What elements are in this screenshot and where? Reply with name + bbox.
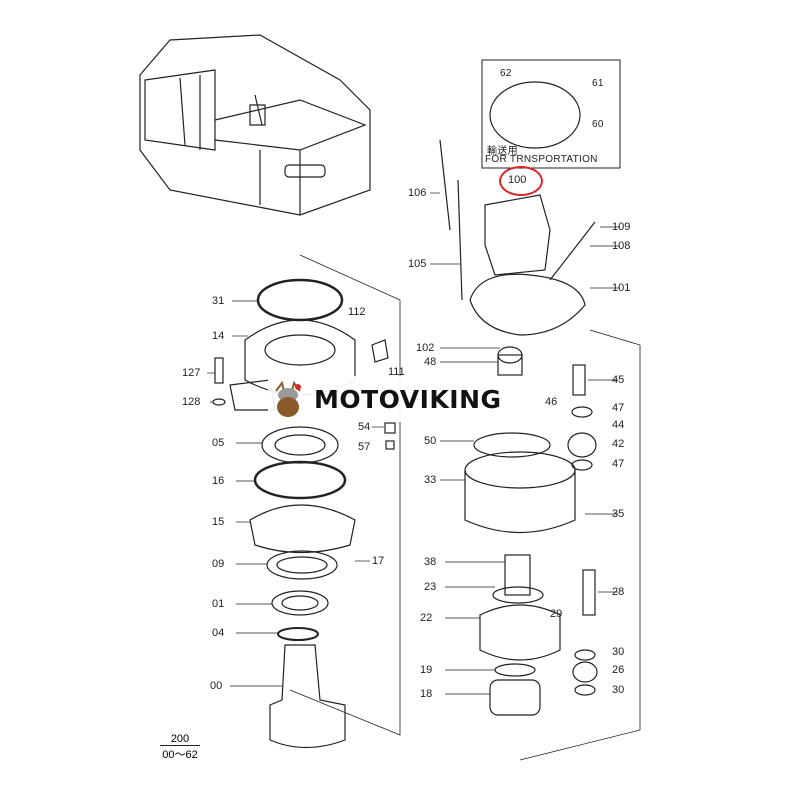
part-label: 62 bbox=[500, 68, 512, 79]
highlighted-part-label: 100 bbox=[508, 174, 527, 186]
part-label: 01 bbox=[212, 598, 225, 610]
part-label: 09 bbox=[212, 558, 225, 570]
part-label: 28 bbox=[612, 586, 625, 598]
part-label: 101 bbox=[612, 282, 631, 294]
part-label: 16 bbox=[212, 475, 225, 487]
part-label: 45 bbox=[612, 374, 625, 386]
part-label: 26 bbox=[612, 664, 625, 676]
part-label: 46 bbox=[545, 396, 558, 408]
part-label: 14 bbox=[212, 330, 225, 342]
page-ref-top: 200 bbox=[170, 733, 190, 745]
part-label: 47 bbox=[612, 458, 625, 470]
part-label: 38 bbox=[424, 556, 437, 568]
part-label: 60 bbox=[592, 119, 604, 130]
part-label: 128 bbox=[182, 396, 201, 408]
part-label: 18 bbox=[420, 688, 433, 700]
page-reference: 200 00～62 bbox=[160, 733, 200, 762]
part-label: 102 bbox=[416, 342, 435, 354]
excavator-illustration bbox=[139, 34, 371, 216]
transport-english-label: FOR TRNSPORTATION bbox=[485, 154, 598, 165]
transport-japanese-label: 輸送用 bbox=[487, 146, 518, 157]
part-label: 105 bbox=[408, 258, 427, 270]
part-label: 19 bbox=[420, 664, 433, 676]
part-label: 48 bbox=[424, 356, 437, 368]
part-label: 42 bbox=[612, 438, 625, 450]
part-label: 04 bbox=[212, 627, 225, 639]
part-label: 47 bbox=[612, 402, 625, 414]
part-label: 29 bbox=[550, 608, 563, 620]
part-label: 112 bbox=[348, 306, 366, 318]
part-label: 44 bbox=[612, 419, 625, 431]
part-label: 30 bbox=[612, 684, 625, 696]
part-label: 50 bbox=[424, 435, 437, 447]
part-label: 108 bbox=[612, 240, 631, 252]
watermark: MOTOVIKING bbox=[268, 376, 534, 422]
part-label: 109 bbox=[612, 221, 631, 233]
part-label: 57 bbox=[358, 441, 371, 453]
part-label: 106 bbox=[408, 187, 427, 199]
part-label: 54 bbox=[358, 421, 371, 433]
highlight-callout-circle bbox=[499, 166, 543, 196]
part-label: 00 bbox=[210, 680, 223, 692]
viking-logo-icon bbox=[275, 380, 301, 417]
part-label: 17 bbox=[372, 555, 385, 567]
watermark-text: MOTOVIKING bbox=[314, 384, 502, 414]
part-label: 30 bbox=[612, 646, 625, 658]
part-label: 05 bbox=[212, 437, 225, 449]
part-label: 111 bbox=[388, 366, 405, 378]
part-label: 35 bbox=[612, 508, 625, 520]
part-label: 23 bbox=[424, 581, 437, 593]
part-label: 15 bbox=[212, 516, 225, 528]
part-label: 61 bbox=[592, 78, 604, 89]
part-label: 33 bbox=[424, 474, 437, 486]
part-label: 31 bbox=[212, 295, 225, 307]
part-label: 22 bbox=[420, 612, 433, 624]
page-ref-bottom: 00～62 bbox=[160, 745, 200, 762]
part-label: 127 bbox=[182, 367, 201, 379]
